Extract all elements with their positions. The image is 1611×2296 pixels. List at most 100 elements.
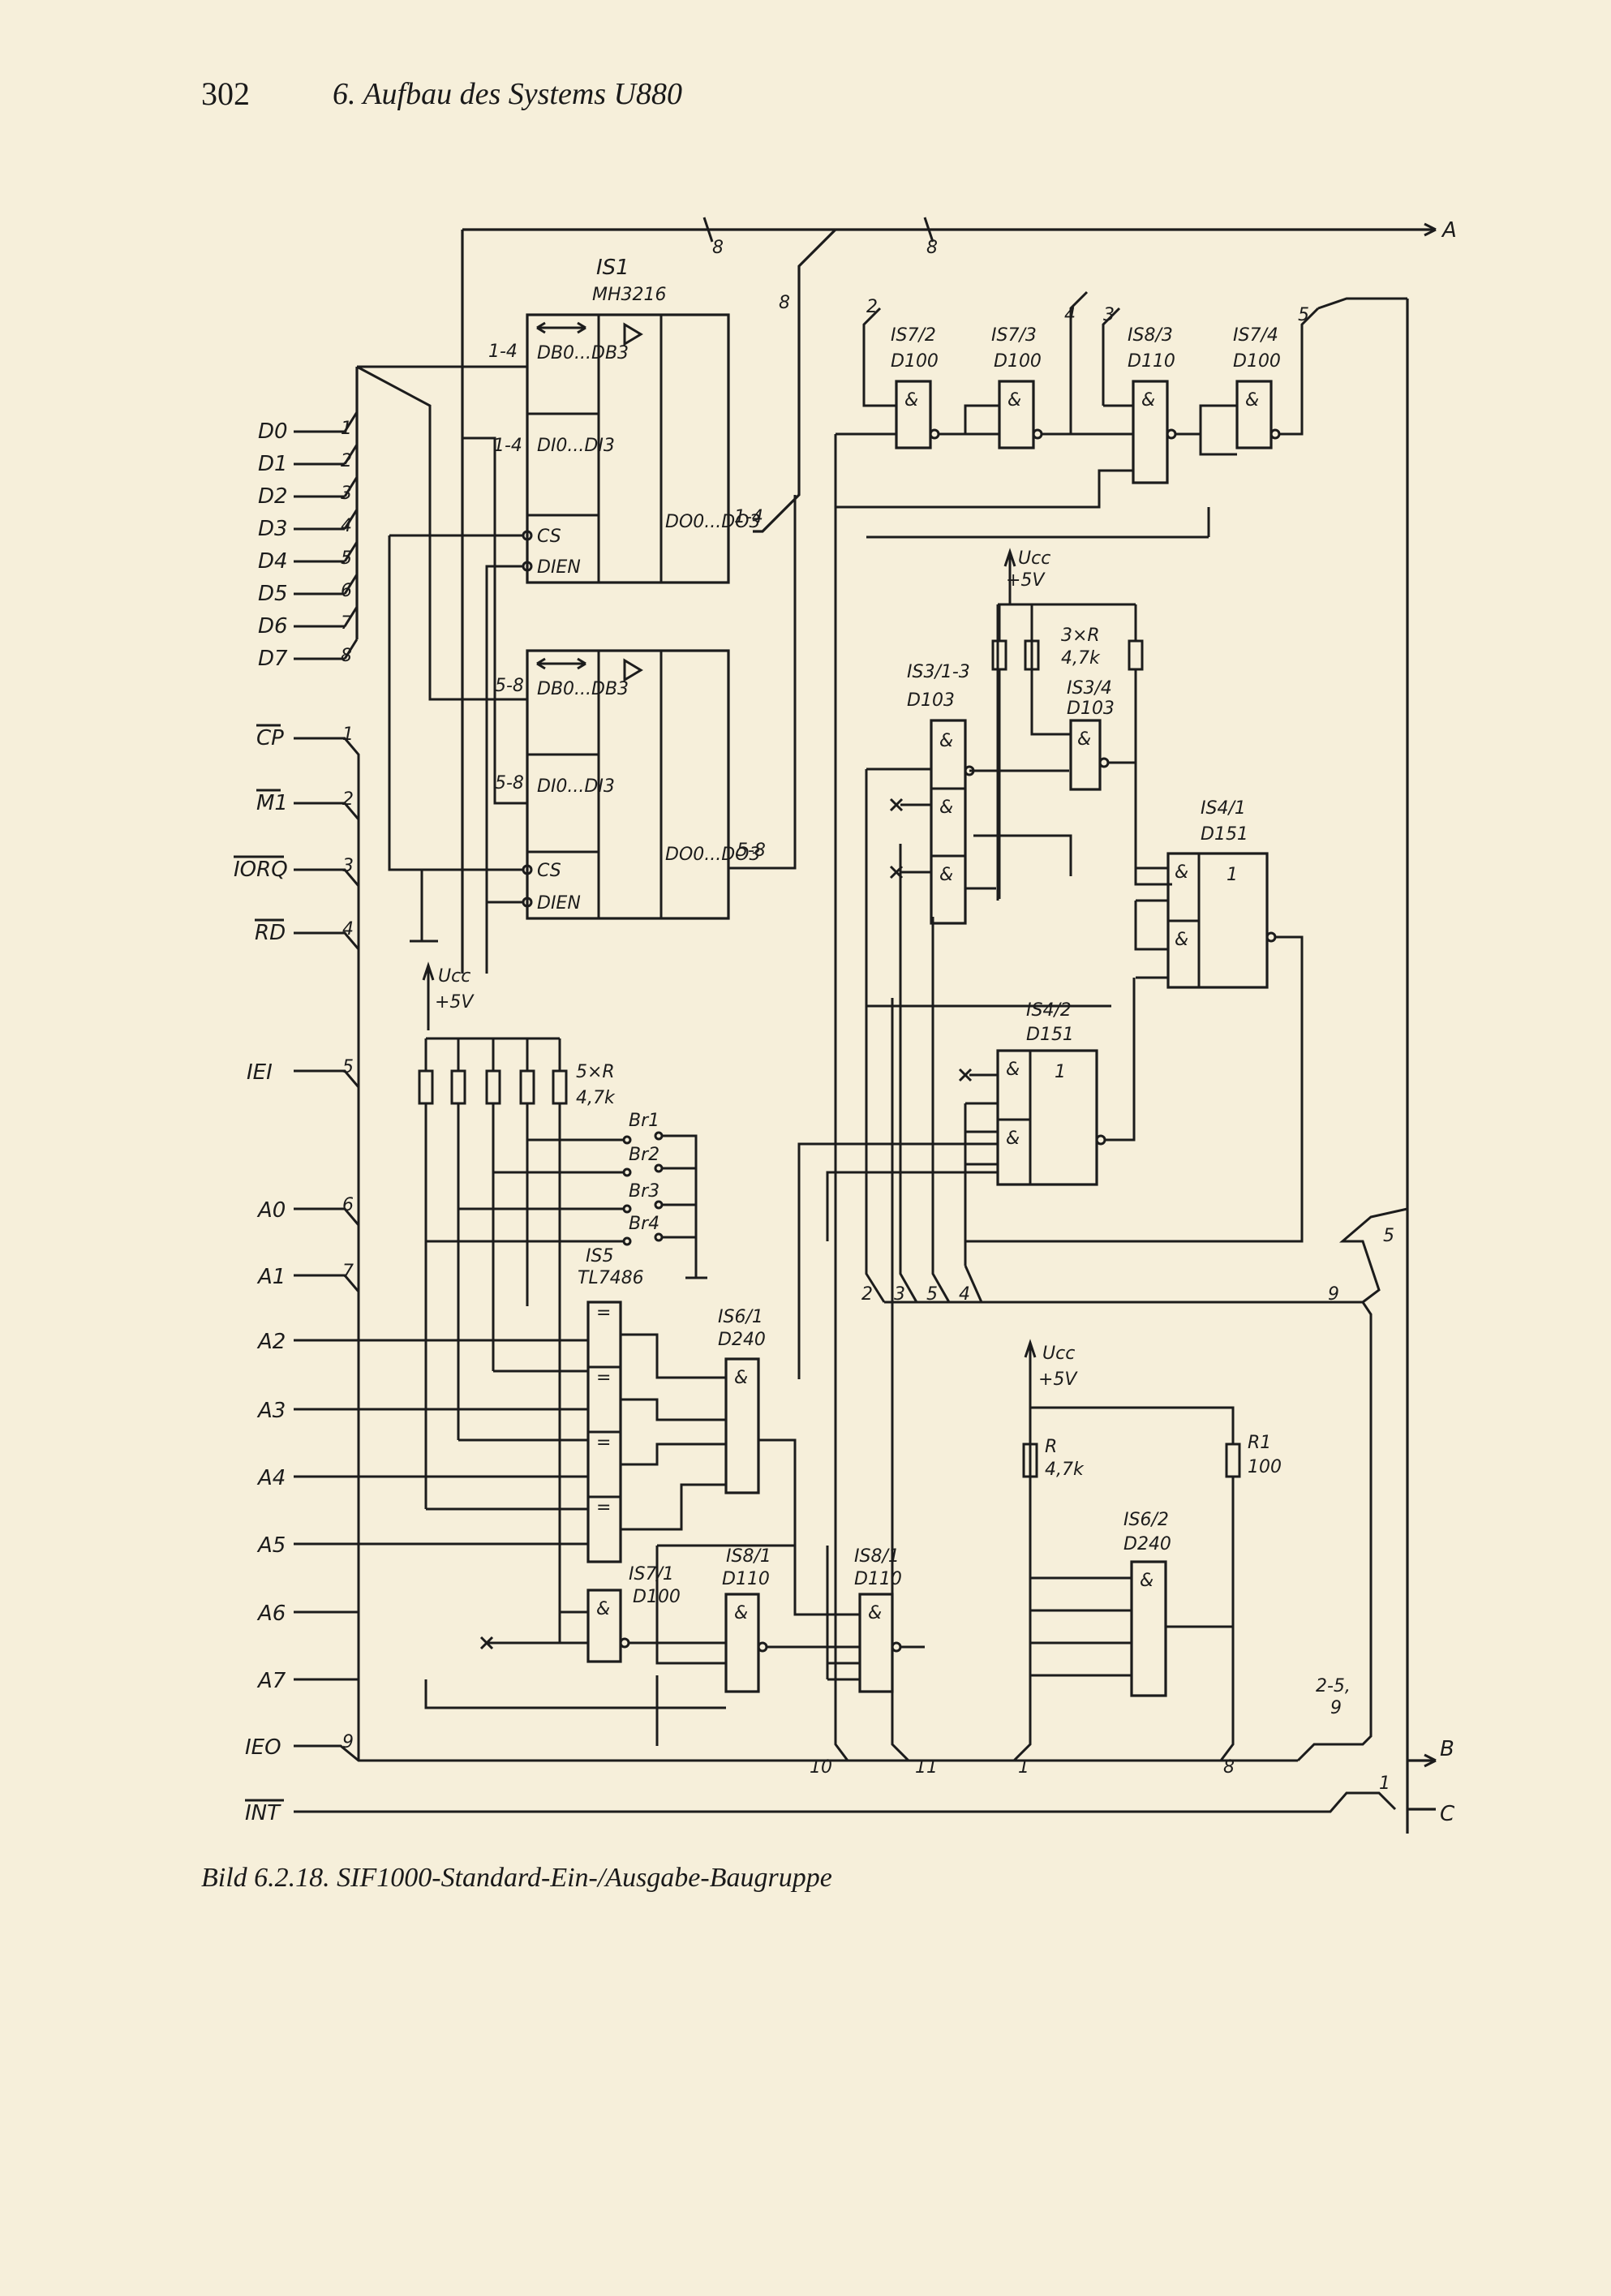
svg-text:5-8: 5-8	[737, 841, 766, 861]
svg-text:IS6/2: IS6/2	[1123, 1510, 1169, 1530]
svg-text:4: 4	[341, 516, 352, 536]
svg-text:Br3: Br3	[629, 1181, 659, 1202]
svg-text:9: 9	[342, 1732, 354, 1752]
svg-text:4: 4	[959, 1284, 970, 1305]
svg-text:IORQ: IORQ	[234, 858, 288, 882]
svg-text:5-8: 5-8	[495, 773, 524, 793]
svg-text:4,7k: 4,7k	[1061, 648, 1101, 669]
svg-text:9: 9	[1328, 1284, 1339, 1305]
svg-text:IS7/1: IS7/1	[629, 1564, 674, 1584]
svg-text:&: &	[1006, 1060, 1020, 1080]
svg-text:=: =	[596, 1368, 611, 1388]
svg-text:5: 5	[341, 548, 352, 569]
svg-text:1: 1	[1018, 1757, 1029, 1778]
svg-text:D240: D240	[718, 1330, 766, 1350]
top-gates: & & & & IS7/2 D100 IS7/3 D100 IS8/3 D110…	[836, 235, 1407, 1014]
svg-text:2-5,: 2-5,	[1316, 1676, 1351, 1696]
svg-text:&: &	[734, 1368, 748, 1388]
svg-text:10: 10	[810, 1757, 832, 1778]
svg-text:&: &	[1140, 1571, 1153, 1591]
svg-text:=: =	[596, 1433, 611, 1453]
svg-text:&: &	[939, 731, 953, 751]
svg-text:=: =	[596, 1303, 611, 1323]
svg-text:1-4: 1-4	[493, 436, 522, 456]
svg-text:CS: CS	[537, 527, 561, 547]
svg-text:IS8/3: IS8/3	[1128, 325, 1173, 346]
svg-text:M1: M1	[256, 791, 288, 815]
svg-text:9: 9	[1330, 1698, 1342, 1718]
svg-text:5: 5	[1298, 305, 1309, 325]
svg-text:3: 3	[342, 856, 354, 876]
svg-text:IS5: IS5	[586, 1246, 613, 1266]
svg-text:A2: A2	[256, 1330, 286, 1354]
svg-text:3: 3	[894, 1284, 905, 1305]
svg-text:D103: D103	[907, 690, 955, 711]
svg-text:IS1: IS1	[596, 256, 629, 280]
svg-text:D100: D100	[1233, 351, 1281, 372]
svg-text:1: 1	[1055, 1062, 1066, 1082]
svg-text:=: =	[596, 1498, 611, 1518]
svg-text:DB0...DB3: DB0...DB3	[537, 679, 629, 699]
svg-text:IS3/1-3: IS3/1-3	[907, 662, 970, 682]
svg-text:+5V: +5V	[1006, 570, 1046, 591]
svg-text:D151: D151	[1026, 1025, 1074, 1045]
control-labels: CP M1 IORQ RD IEI A0 A1 A2 A3 A4 A5 A6 A…	[234, 724, 354, 1825]
svg-text:&: &	[1175, 862, 1188, 883]
svg-text:1: 1	[1227, 865, 1238, 885]
svg-text:IEI: IEI	[247, 1060, 273, 1085]
is7-1-gate: & IS7/1 D100	[479, 1564, 726, 1663]
svg-text:D5: D5	[258, 582, 288, 606]
svg-text:IS7/2: IS7/2	[891, 325, 936, 346]
svg-text:D1: D1	[258, 452, 288, 476]
svg-text:D110: D110	[722, 1569, 770, 1589]
page-number: 302	[201, 75, 250, 112]
svg-text:A3: A3	[256, 1399, 286, 1423]
svg-text:Ucc: Ucc	[1042, 1344, 1075, 1364]
svg-text:TL7486: TL7486	[578, 1268, 644, 1288]
svg-text:Br4: Br4	[629, 1214, 659, 1234]
svg-text:2: 2	[342, 789, 354, 810]
svg-text:A4: A4	[256, 1466, 286, 1490]
svg-text:D2: D2	[258, 484, 288, 509]
svg-text:DIEN: DIEN	[537, 557, 581, 578]
svg-text:INT: INT	[245, 1801, 281, 1825]
svg-text:DI0...DI3: DI0...DI3	[537, 436, 615, 456]
svg-text:D110: D110	[1128, 351, 1175, 372]
svg-text:1-4: 1-4	[488, 342, 518, 362]
svg-text:A5: A5	[256, 1533, 286, 1558]
is4-1-gate: & & 1 IS4/1 D151	[965, 798, 1304, 1243]
svg-text:IS4/1: IS4/1	[1201, 798, 1246, 819]
svg-text:3×R: 3×R	[1061, 626, 1100, 646]
svg-text:2: 2	[341, 451, 352, 471]
bus-a-branch	[461, 228, 837, 974]
svg-text:DI0...DI3: DI0...DI3	[537, 776, 615, 797]
svg-text:+5V: +5V	[1038, 1369, 1078, 1390]
svg-text:&: &	[868, 1603, 882, 1623]
svg-text:7: 7	[341, 613, 352, 634]
svg-text:D4: D4	[258, 549, 288, 574]
svg-text:4,7k: 4,7k	[1045, 1460, 1085, 1480]
svg-text:7: 7	[342, 1262, 354, 1282]
right-bus	[1406, 299, 1436, 1834]
is3-gates: & & & IS3/1-3 D103 & IS3/4 D103 Ucc +5V …	[865, 507, 1210, 1055]
svg-text:D100: D100	[994, 351, 1042, 372]
svg-text:8: 8	[341, 646, 352, 666]
svg-text:CP: CP	[256, 726, 284, 750]
svg-text:Ucc: Ucc	[438, 966, 470, 987]
svg-text:&: &	[904, 390, 918, 411]
svg-text:IS4/2: IS4/2	[1026, 1000, 1072, 1021]
svg-text:Ucc: Ucc	[1018, 548, 1050, 569]
svg-text:D110: D110	[854, 1569, 902, 1589]
svg-text:Br2: Br2	[629, 1145, 659, 1165]
is8-1-gate-a: & IS8/1 D110	[424, 1546, 860, 1746]
svg-text:DIEN: DIEN	[537, 893, 581, 914]
is5-comparator: = = = = IS5 TL7486	[359, 1246, 726, 1563]
svg-text:4: 4	[342, 919, 354, 939]
svg-text:A0: A0	[256, 1198, 286, 1223]
bus-b-label: B	[1440, 1737, 1454, 1761]
svg-text:&: &	[1245, 390, 1259, 411]
svg-text:1-4: 1-4	[734, 507, 763, 527]
svg-text:A7: A7	[256, 1669, 286, 1693]
svg-text:IS7/3: IS7/3	[991, 325, 1037, 346]
